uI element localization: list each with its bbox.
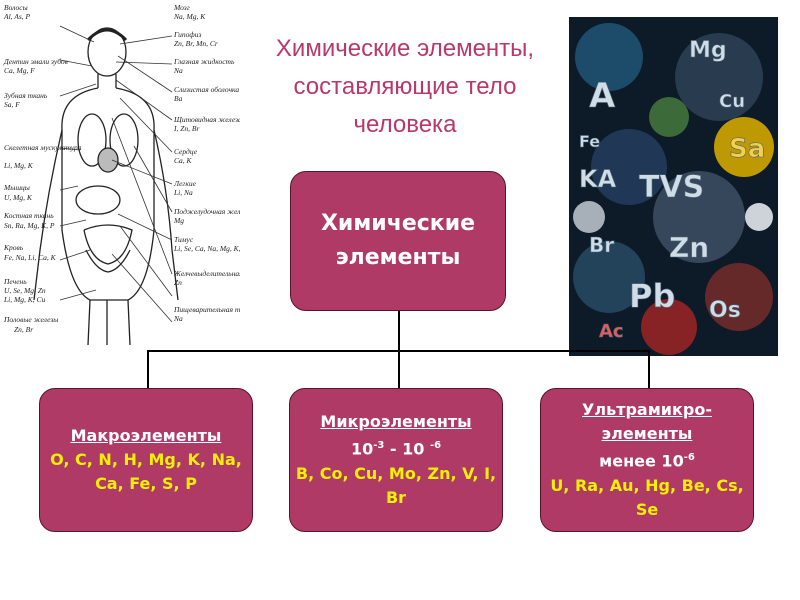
ultramicroelements-heading-2: элементы [601, 424, 693, 444]
root-line-1: Химические [320, 211, 476, 236]
anatomy-label: Щитовидная железа [173, 115, 240, 124]
anatomy-label: Mg [173, 216, 184, 225]
anatomy-label: Sa, F [4, 100, 20, 109]
anatomy-label: Пищеварительная тракт [173, 305, 240, 314]
anatomy-label: Зубная ткань [4, 91, 48, 100]
svg-text:Mg: Mg [689, 38, 727, 63]
anatomy-label: Печень [3, 277, 27, 286]
svg-text:Ac: Ac [599, 321, 624, 342]
anatomy-label: Li, Se, Ca, Na, Mg, K, Mn, Cd, Hg [173, 244, 240, 253]
microelements-box: Микроэлементы 10-3 - 10 -6 B, Co, Cu, Mo… [289, 388, 503, 532]
microelements-heading: Микроэлементы [320, 412, 472, 432]
anatomy-label: Костная ткань [3, 211, 54, 220]
svg-text:Pb: Pb [629, 277, 675, 315]
anatomy-label: Fe, Na, Li, Ca, K [3, 253, 57, 262]
macroelements-box: Макроэлементы O, C, N, H, Mg, K, Na, Ca,… [39, 388, 253, 532]
macroelements-list: O, C, N, H, Mg, K, Na, Ca, Fe, S, P [50, 450, 242, 493]
anatomy-label: Половые железы [3, 315, 58, 324]
svg-text:Cu: Cu [719, 91, 745, 112]
ultramicroelements-heading-1: Ультрамикро- [582, 400, 712, 420]
ultramicroelements-list: U, Ra, Au, Hg, Be, Cs, Se [550, 475, 744, 519]
anatomy-label: Na [173, 66, 183, 75]
svg-text:Zn: Zn [669, 231, 709, 264]
anatomy-label: Al, As, P [3, 12, 31, 21]
anatomy-label: Zn, Br, Mn, Cr [174, 39, 218, 48]
root-line-2: элементы [335, 245, 461, 270]
macroelements-heading: Макроэлементы [70, 426, 222, 445]
anatomy-label: Сердце [174, 147, 198, 156]
anatomy-label: Мозг [173, 3, 190, 12]
anatomy-label: Глазная жидкость [173, 57, 235, 66]
anatomy-label: Поджелудочная железа [173, 207, 240, 216]
anatomy-label: I, Zn, Br [173, 124, 200, 133]
microelements-range: 10-3 - 10 -6 [350, 439, 442, 459]
anatomy-label: Мышцы [3, 183, 30, 192]
svg-text:Sa: Sa [729, 134, 765, 164]
chemical-symbols-collage: A Mg Sa KA TVS Zn Br Pb Os Cu Ac Fe [569, 17, 778, 356]
anatomy-label: Дентин эмали зубов [3, 57, 69, 66]
anatomy-label: Li, Mg, K [3, 161, 34, 170]
anatomy-label: Желчевыделительная система [173, 269, 240, 278]
anatomy-label: Гипофиз [173, 30, 201, 39]
anatomy-label: Li, Mg, K, Cu [3, 295, 46, 304]
connector-vertical-micro [398, 350, 400, 388]
anatomy-label: Кровь [3, 243, 24, 252]
connector-vertical-root [398, 311, 400, 352]
connector-vertical-macro [147, 350, 149, 388]
anatomy-label: Ca, Mg, F [4, 66, 35, 75]
svg-text:TVS: TVS [639, 170, 704, 205]
anatomy-label: Ca, K [174, 156, 193, 165]
anatomy-label: Na [173, 314, 183, 323]
human-anatomy-illustration: Волосы Al, As, P Дентин эмали зубов Ca, … [3, 3, 240, 345]
anatomy-label: Скелетная мускулатура [4, 143, 82, 152]
slide-title: Химические элементы, составляющие тело ч… [275, 35, 535, 138]
ultramicroelements-amount: менее 10-6 [599, 451, 695, 471]
svg-text:KA: KA [579, 165, 617, 193]
svg-text:Fe: Fe [579, 132, 600, 151]
anatomy-label: Sn, Ra, Mg, K, P [4, 221, 55, 230]
svg-text:Br: Br [589, 233, 614, 257]
ultramicroelements-box: Ультрамикро- элементы менее 10-6 U, Ra, … [540, 388, 754, 532]
anatomy-label: Zn [174, 278, 182, 287]
anatomy-label: Тимус [174, 235, 194, 244]
microelements-list: B, Co, Cu, Mo, Zn, V, I, Br [295, 463, 497, 507]
anatomy-label: Na, Mg, K [173, 12, 206, 21]
chemical-elements-box: Химические элементы [290, 171, 506, 311]
svg-text:A: A [589, 76, 616, 116]
anatomy-label: U, Se, Mg, Zn [4, 286, 46, 295]
anatomy-label: Легкие [173, 179, 197, 188]
anatomy-label: Zn, Br [14, 325, 33, 334]
anatomy-label: Слизистая оболочка [174, 85, 239, 94]
anatomy-label: U, Mg, K [4, 193, 33, 202]
connector-vertical-ultra [648, 350, 650, 388]
svg-text:Os: Os [709, 298, 741, 323]
anatomy-label: Li, Na [173, 188, 193, 197]
anatomy-label: Волосы [4, 3, 28, 12]
anatomy-label: Ba [174, 94, 183, 103]
